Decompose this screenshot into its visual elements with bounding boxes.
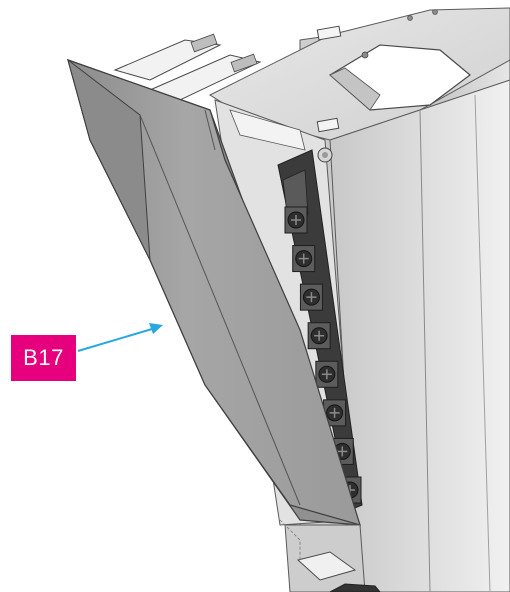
callout-label-box — [11, 335, 76, 381]
callout-label: B17 — [23, 345, 64, 370]
top-slot — [316, 117, 340, 133]
callout-arrow — [77, 323, 163, 352]
terminal-screw — [292, 245, 316, 273]
terminal-screw — [299, 283, 323, 311]
front-panel — [67, 58, 361, 526]
top-slot — [316, 25, 342, 41]
terminal-screw — [284, 206, 308, 234]
terminal-screw — [307, 322, 331, 350]
terminal-screw — [315, 360, 339, 388]
